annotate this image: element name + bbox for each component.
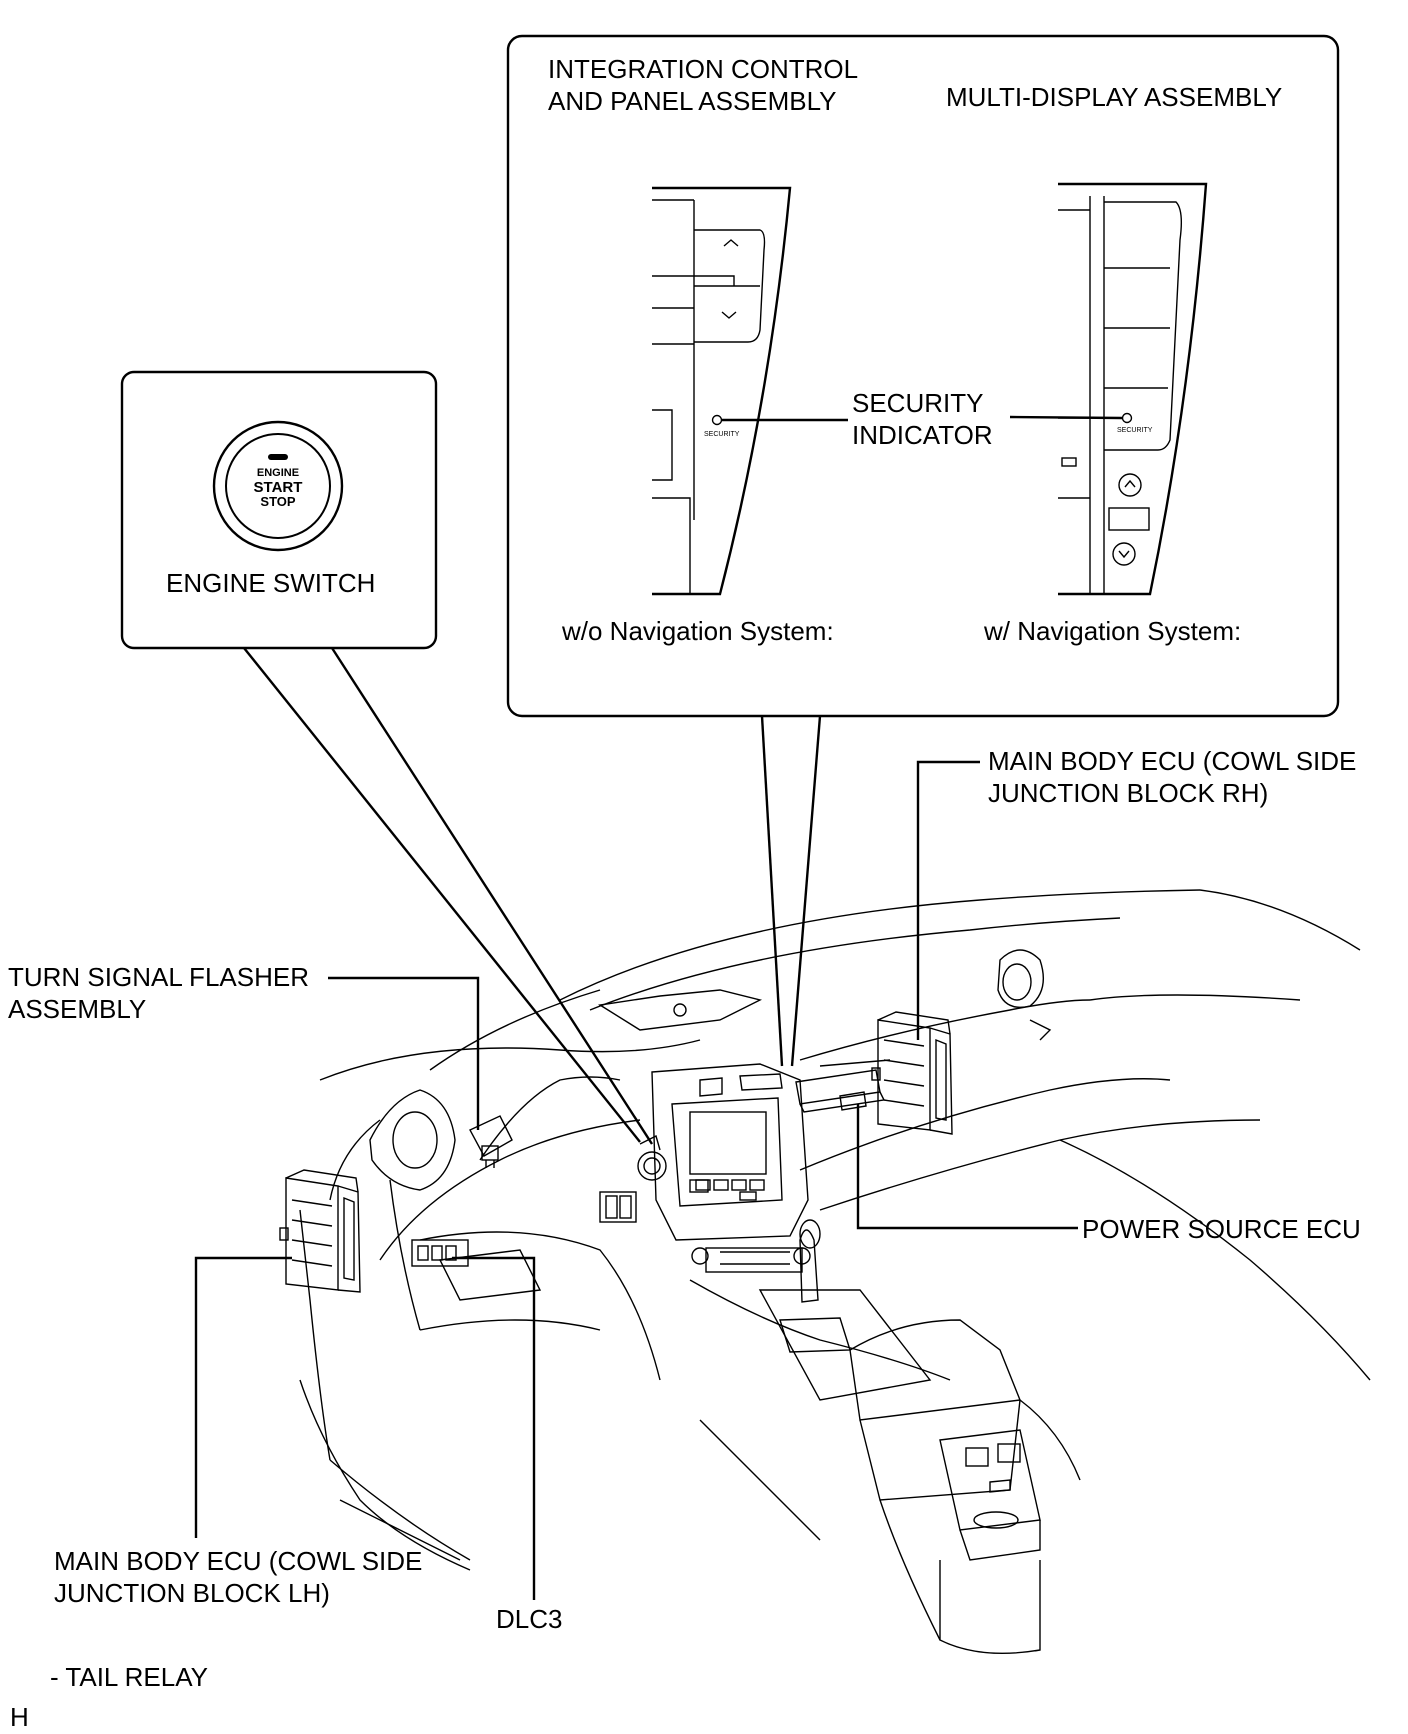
security-small-label-right: SECURITY — [1117, 427, 1153, 434]
tail-relay-note: - TAIL RELAY — [50, 1662, 208, 1692]
security-leader-right — [1009, 415, 1123, 420]
security-indicator-label-line1: SECURITY — [852, 388, 983, 418]
navigation-callout-panel: INTEGRATION CONTROL AND PANEL ASSEMBLY M… — [506, 34, 1340, 718]
main-body-ecu-lh-callout: MAIN BODY ECU (COWL SIDE JUNCTION BLOCK … — [54, 1256, 422, 1608]
security-small-label-left: SECURITY — [704, 431, 740, 438]
engine-switch-label: ENGINE SWITCH — [166, 568, 375, 598]
security-indicator-label-line2: INDICATOR — [852, 420, 993, 450]
main-body-ecu-lh-drawing — [279, 1169, 361, 1293]
main-body-ecu-lh-label-line2: JUNCTION BLOCK LH) — [54, 1578, 330, 1608]
multi-display-drawing: SECURITY — [1058, 182, 1208, 596]
dlc3-callout: DLC3 — [452, 1256, 562, 1634]
integration-control-label-line1: INTEGRATION CONTROL — [548, 54, 858, 84]
main-body-ecu-rh-label-line1: MAIN BODY ECU (COWL SIDE — [988, 746, 1356, 776]
main-body-ecu-rh-drawing — [871, 1011, 953, 1135]
with-navigation-label: w/ Navigation System: — [983, 616, 1241, 646]
dlc3-label: DLC3 — [496, 1604, 562, 1634]
power-source-ecu-callout: POWER SOURCE ECU — [856, 1104, 1361, 1244]
main-body-ecu-rh-callout: MAIN BODY ECU (COWL SIDE JUNCTION BLOCK … — [916, 746, 1356, 1040]
turn-signal-flasher-label-line1: TURN SIGNAL FLASHER — [8, 962, 309, 992]
callout-leader-lines — [243, 647, 822, 1145]
turn-signal-flasher-label-line2: ASSEMBLY — [8, 994, 146, 1024]
engine-start-stop-button: ENGINE START STOP — [212, 420, 344, 552]
multi-display-label: MULTI-DISPLAY ASSEMBLY — [946, 82, 1282, 112]
button-text-engine: ENGINE — [257, 467, 299, 479]
turn-signal-flasher-drawing — [469, 1115, 513, 1168]
button-text-start: START — [254, 479, 303, 496]
center-stack-drawing — [651, 1063, 811, 1273]
integration-control-label-line2: AND PANEL ASSEMBLY — [548, 86, 837, 116]
without-navigation-label: w/o Navigation System: — [561, 616, 834, 646]
dlc3-drawing — [411, 1239, 469, 1267]
engine-switch-callout: ENGINE START STOP ENGINE SWITCH — [120, 370, 438, 650]
integration-panel-drawing: SECURITY — [652, 186, 792, 596]
corner-mark: H — [10, 1702, 29, 1732]
dashboard-illustration — [279, 889, 1371, 1655]
button-text-stop: STOP — [260, 494, 295, 509]
main-body-ecu-rh-label-line2: JUNCTION BLOCK RH) — [988, 778, 1268, 808]
power-source-ecu-label: POWER SOURCE ECU — [1082, 1214, 1361, 1244]
turn-signal-flasher-callout: TURN SIGNAL FLASHER ASSEMBLY — [8, 962, 480, 1130]
main-body-ecu-lh-label-line1: MAIN BODY ECU (COWL SIDE — [54, 1546, 422, 1576]
